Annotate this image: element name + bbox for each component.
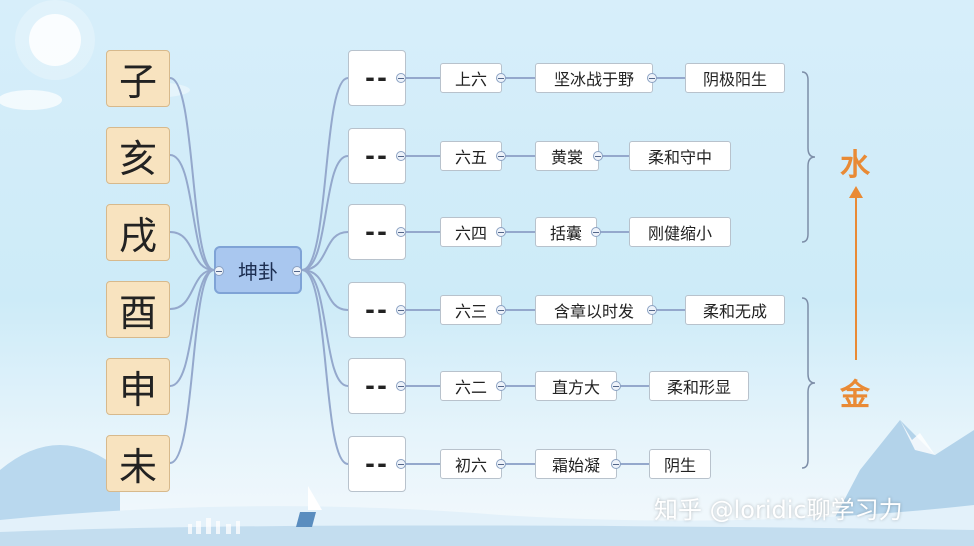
line-phrase-node[interactable]: 括囊	[535, 217, 597, 247]
line-phrase-node[interactable]: 直方大	[535, 371, 617, 401]
line-position-node[interactable]: 上六	[440, 63, 502, 93]
line-phrase-node[interactable]: 含章以时发	[535, 295, 653, 325]
element-label-metal: 金	[840, 378, 870, 413]
bracket-upper	[801, 71, 816, 243]
line-position: 六三	[454, 302, 487, 321]
collapse-icon[interactable]	[647, 73, 657, 83]
line-phrase: 直方大	[551, 378, 600, 397]
branch-node-you[interactable]: 酉	[106, 281, 170, 338]
line-phrase: 霜始凝	[551, 456, 600, 475]
collapse-icon[interactable]	[496, 227, 506, 237]
line-phrase: 黄裳	[550, 148, 583, 167]
line-phrase: 括囊	[549, 224, 582, 243]
line-meaning: 柔和形显	[666, 378, 731, 397]
center-node-kun[interactable]: 坤卦	[214, 246, 302, 294]
collapse-icon[interactable]	[396, 73, 406, 83]
line-meaning-node[interactable]: 阴极阳生	[685, 63, 785, 93]
line-meaning-node[interactable]: 柔和无成	[685, 295, 785, 325]
line-meaning-node[interactable]: 刚健缩小	[629, 217, 731, 247]
collapse-right-icon[interactable]	[292, 266, 302, 276]
line-symbol: --	[365, 296, 389, 324]
line-phrase-node[interactable]: 霜始凝	[535, 449, 617, 479]
line-position: 六四	[454, 224, 487, 243]
line-link	[301, 269, 349, 387]
branch-node-wei[interactable]: 未	[106, 435, 170, 492]
up-arrow-icon	[849, 186, 863, 360]
line-link	[301, 269, 349, 465]
branch-link	[169, 269, 215, 387]
element-label-water: 水	[840, 148, 870, 183]
collapse-icon[interactable]	[496, 73, 506, 83]
line-position-node[interactable]: 六四	[440, 217, 502, 247]
branch-link	[169, 269, 215, 464]
branch-link	[169, 269, 215, 310]
branch-link	[169, 77, 215, 271]
line-position: 六二	[454, 378, 487, 397]
collapse-icon[interactable]	[593, 151, 603, 161]
line-meaning-node[interactable]: 阴生	[649, 449, 711, 479]
line-symbol: --	[365, 142, 389, 170]
collapse-icon[interactable]	[611, 459, 621, 469]
collapse-icon[interactable]	[496, 381, 506, 391]
branch-node-shen[interactable]: 申	[106, 358, 170, 415]
line-link	[301, 269, 349, 311]
line-link	[301, 231, 349, 271]
branch-node-zi[interactable]: 子	[106, 50, 170, 107]
line-meaning: 刚健缩小	[647, 224, 712, 243]
collapse-icon[interactable]	[496, 459, 506, 469]
line-symbol-node[interactable]: --	[348, 204, 406, 260]
line-meaning: 柔和守中	[647, 148, 712, 167]
branch-label: 酉	[118, 291, 157, 335]
branch-label: 子	[118, 60, 157, 104]
watermark: 知乎 @loridic聊学习力	[654, 496, 903, 524]
collapse-icon[interactable]	[396, 151, 406, 161]
line-meaning-node[interactable]: 柔和形显	[649, 371, 749, 401]
line-symbol-node[interactable]: --	[348, 436, 406, 492]
center-label: 坤卦	[238, 259, 278, 284]
line-position-node[interactable]: 初六	[440, 449, 502, 479]
line-phrase-node[interactable]: 黄裳	[535, 141, 599, 171]
bracket-lower	[801, 297, 816, 469]
branch-node-hai[interactable]: 亥	[106, 127, 170, 184]
collapse-icon[interactable]	[647, 305, 657, 315]
line-symbol: --	[365, 450, 389, 478]
line-phrase: 含章以时发	[553, 302, 634, 321]
collapse-icon[interactable]	[396, 227, 406, 237]
branch-label: 申	[118, 368, 157, 412]
line-position-node[interactable]: 六三	[440, 295, 502, 325]
line-phrase-node[interactable]: 坚冰战于野	[535, 63, 653, 93]
branch-link	[169, 154, 215, 271]
collapse-icon[interactable]	[396, 381, 406, 391]
line-link	[301, 77, 349, 271]
line-symbol: --	[365, 218, 389, 246]
branch-node-xu[interactable]: 戌	[106, 204, 170, 261]
collapse-left-icon[interactable]	[214, 266, 224, 276]
collapse-icon[interactable]	[496, 305, 506, 315]
line-position: 上六	[454, 70, 487, 89]
line-meaning-node[interactable]: 柔和守中	[629, 141, 731, 171]
branch-link	[169, 231, 215, 271]
branch-label: 未	[118, 445, 157, 489]
line-symbol: --	[365, 372, 389, 400]
branch-label: 戌	[118, 214, 157, 258]
line-meaning: 阴生	[663, 456, 696, 475]
line-position-node[interactable]: 六二	[440, 371, 502, 401]
collapse-icon[interactable]	[591, 227, 601, 237]
line-position: 六五	[454, 148, 487, 167]
collapse-icon[interactable]	[496, 151, 506, 161]
line-meaning: 阴极阳生	[702, 70, 767, 89]
line-phrase: 坚冰战于野	[553, 70, 634, 89]
collapse-icon[interactable]	[396, 459, 406, 469]
collapse-icon[interactable]	[611, 381, 621, 391]
line-meaning: 柔和无成	[702, 302, 767, 321]
branch-label: 亥	[118, 137, 157, 181]
collapse-icon[interactable]	[396, 305, 406, 315]
line-link	[301, 155, 349, 271]
line-position: 初六	[454, 456, 487, 475]
line-symbol: --	[365, 64, 389, 92]
line-position-node[interactable]: 六五	[440, 141, 502, 171]
